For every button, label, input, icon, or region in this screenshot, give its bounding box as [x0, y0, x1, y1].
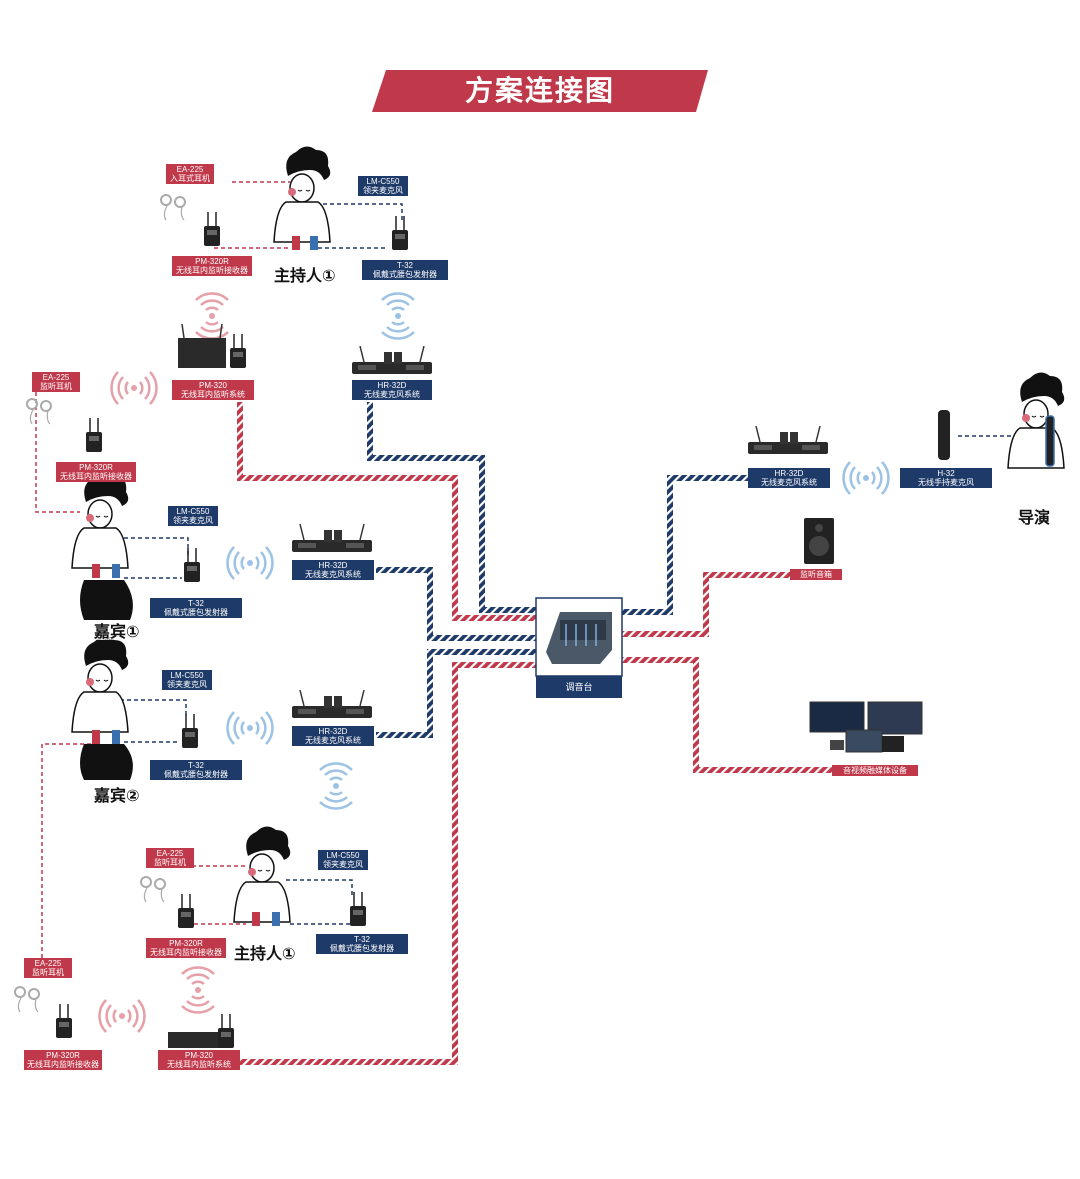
label-av: 音视频融媒体设备 — [832, 765, 918, 776]
person-director: 导演 — [1018, 510, 1051, 527]
person-host1-bottom: 主持人① — [234, 946, 296, 963]
signal-lines — [35, 181, 1040, 958]
label-speaker: 监听音箱 — [790, 569, 842, 580]
person-guest1: 嘉宾① — [94, 624, 140, 641]
cables — [237, 402, 832, 1065]
person-guest2: 嘉宾② — [94, 788, 140, 805]
label-mixer: 调音台 — [536, 676, 622, 698]
title-banner — [372, 70, 708, 112]
devices — [14, 194, 950, 1049]
person-host1-top: 主持人① — [274, 268, 336, 285]
people-illustrations — [71, 145, 1065, 926]
page-title: 方案连接图 — [464, 75, 615, 106]
